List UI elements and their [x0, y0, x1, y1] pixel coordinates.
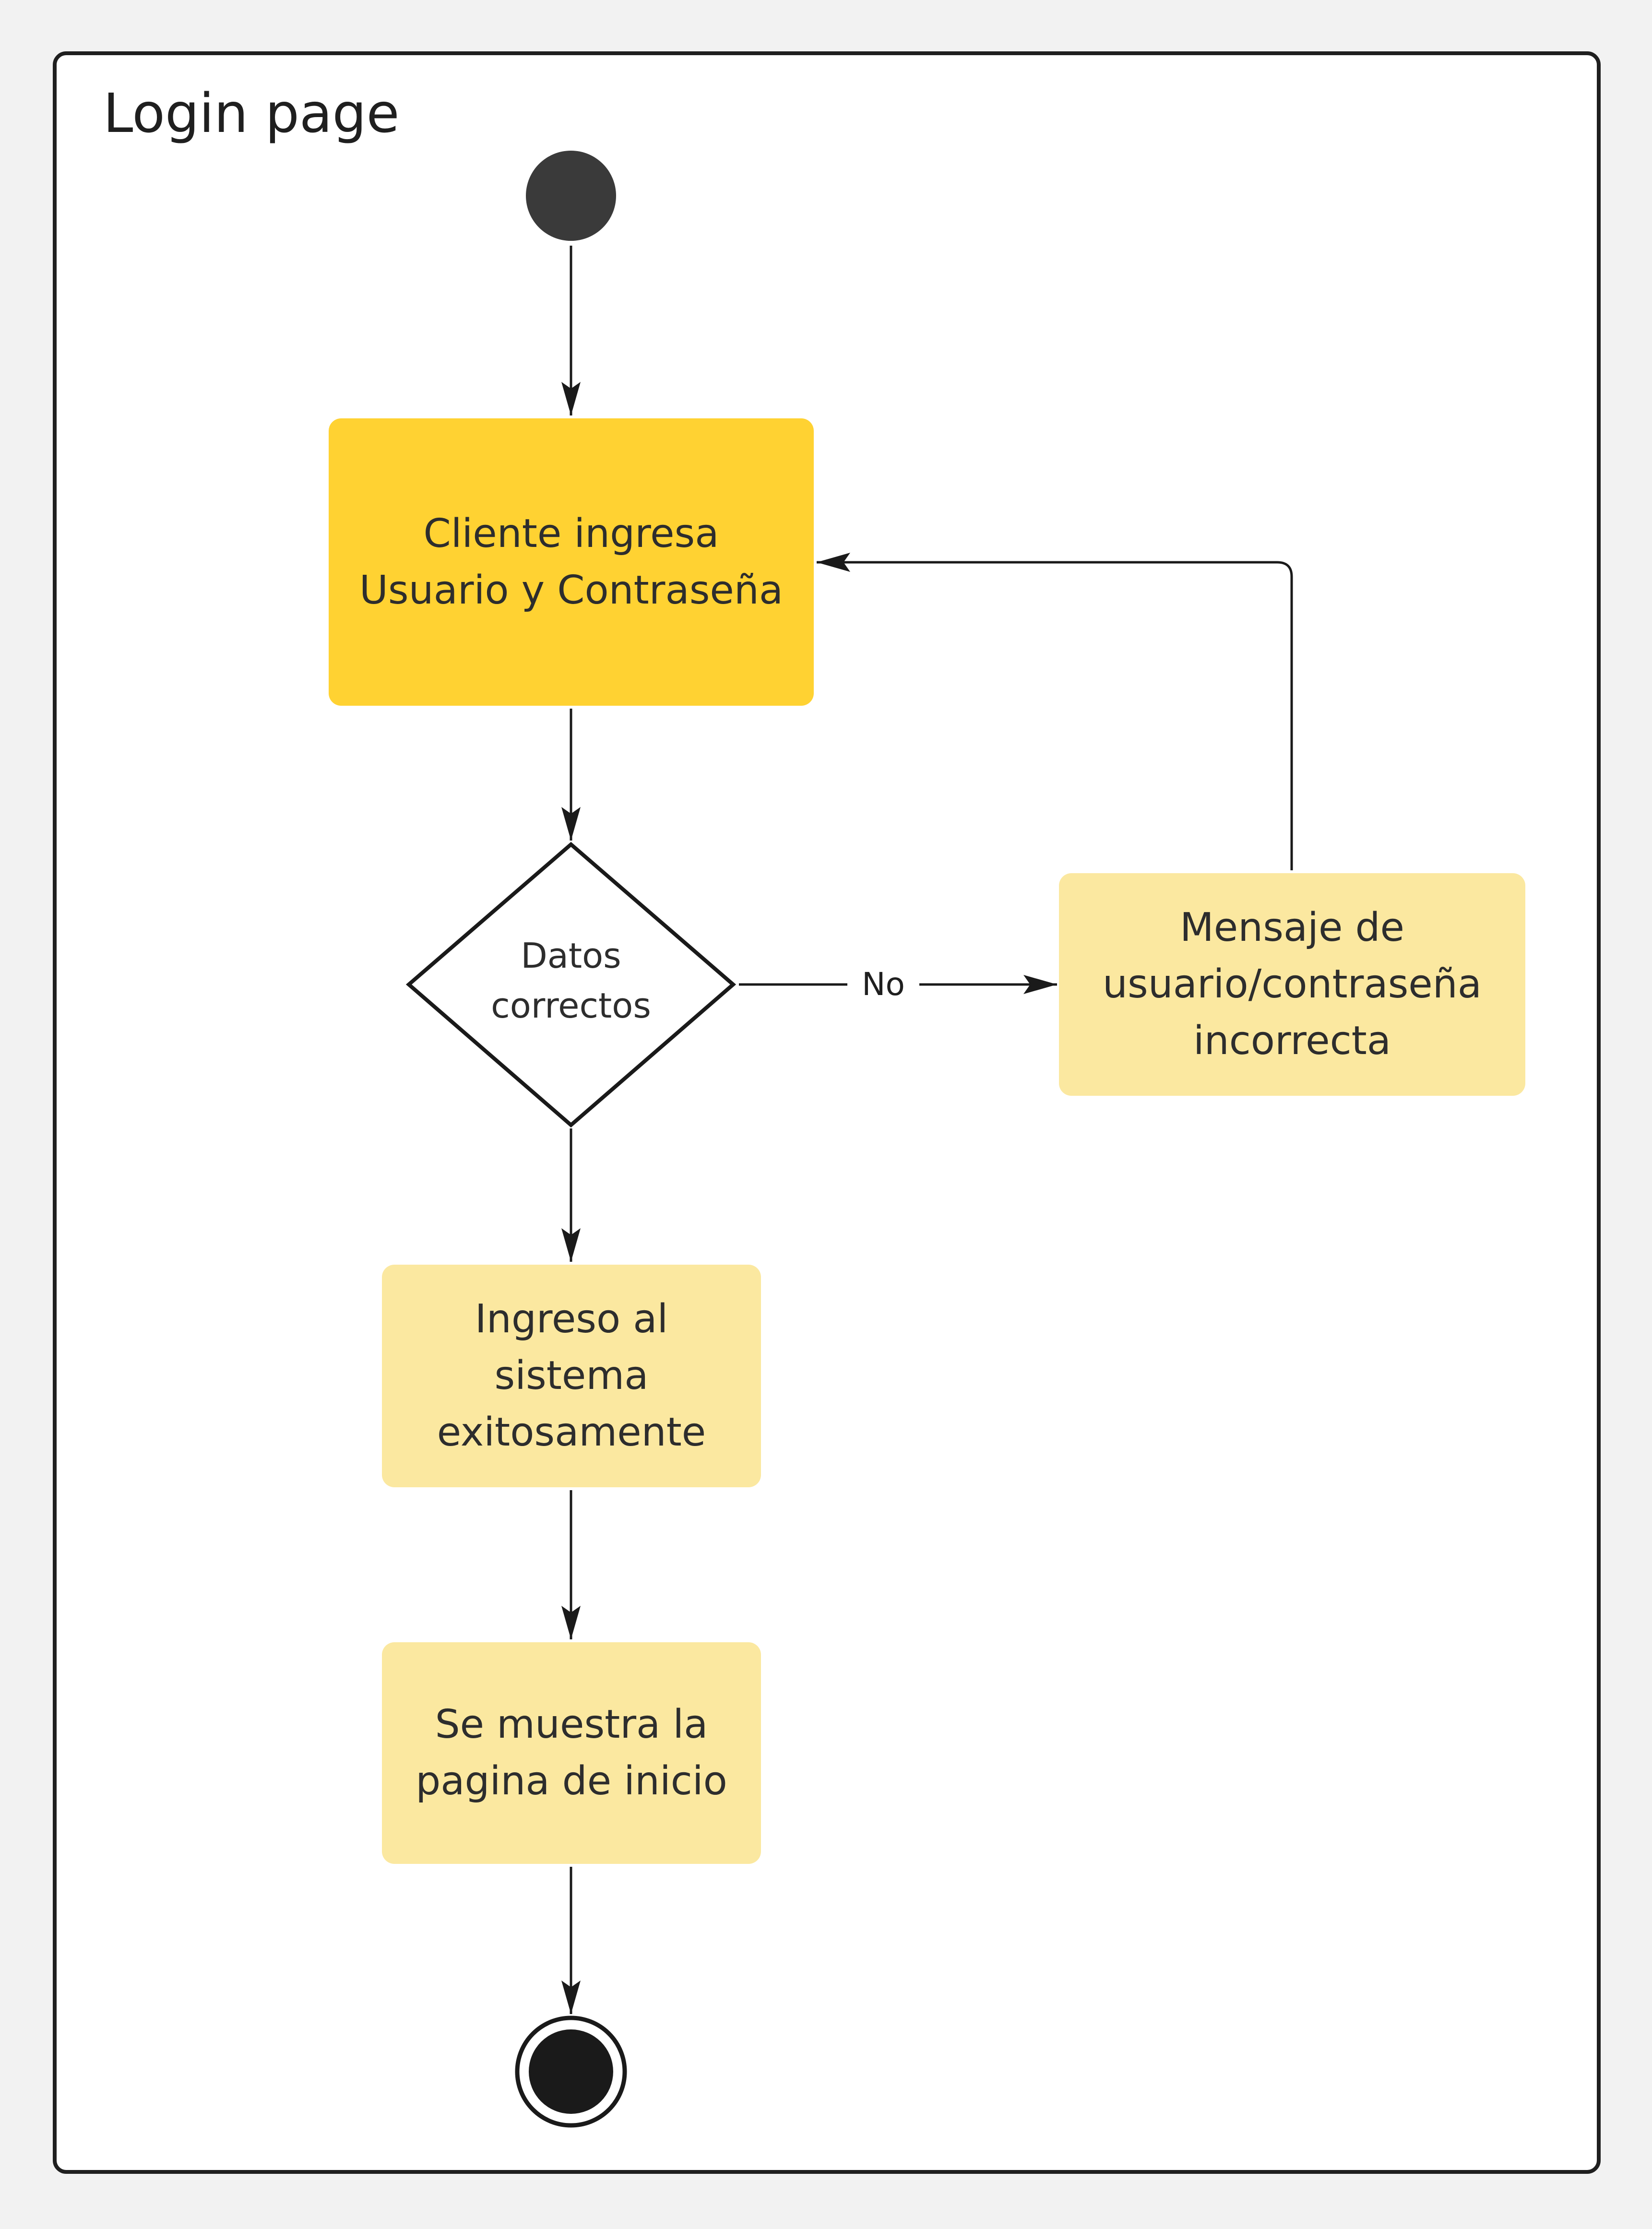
node-line: usuario/contraseña — [1103, 961, 1482, 1007]
node-line: exitosamente — [437, 1410, 706, 1455]
node-line: sistema — [494, 1353, 649, 1399]
decision-label: Datos correctos — [422, 931, 720, 1031]
edge-error-to-client — [817, 553, 1293, 870]
action-show-home: Se muestra la pagina de inicio — [382, 1642, 761, 1864]
node-line: Se muestra la — [435, 1702, 708, 1747]
node-line: Cliente ingresa — [423, 510, 719, 557]
node-line: Ingreso al — [475, 1296, 668, 1342]
end-node-inner — [529, 2029, 613, 2114]
start-node — [526, 151, 616, 241]
action-error-message: Mensaje de usuario/contraseña incorrecta — [1059, 873, 1525, 1096]
diagram-title: Login page — [103, 83, 400, 145]
decision-line: correctos — [491, 985, 651, 1026]
action-client-login: Cliente ingresa Usuario y Contraseña — [329, 418, 814, 706]
action-login-success: Ingreso al sistema exitosamente — [382, 1265, 761, 1487]
node-line: pagina de inicio — [416, 1758, 727, 1804]
decision-line: Datos — [521, 936, 621, 976]
diagram-frame — [53, 51, 1601, 2174]
edge-label-no: No — [847, 964, 919, 1005]
node-line: Mensaje de — [1180, 905, 1404, 950]
node-line: incorrecta — [1193, 1018, 1391, 1064]
decision-node — [405, 842, 737, 1128]
node-line: Usuario y Contraseña — [359, 567, 784, 613]
